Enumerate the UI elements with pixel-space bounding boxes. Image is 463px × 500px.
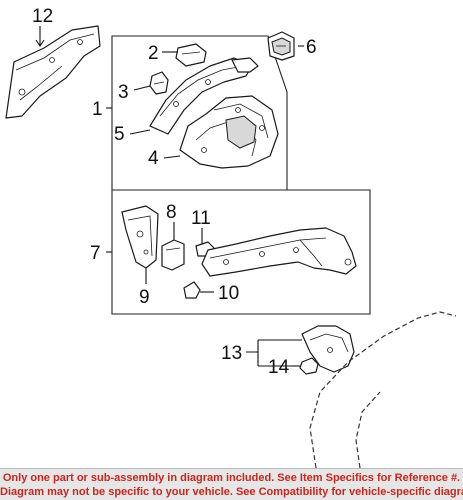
fender-inner-line: [355, 391, 381, 468]
disclaimer-banner: Only one part or sub-assembly in diagram…: [0, 468, 463, 500]
callout-3: 3: [118, 82, 129, 103]
callout-10: 10: [218, 283, 239, 304]
leader-4: [163, 155, 181, 159]
part-4-wheelhouse[interactable]: [179, 95, 279, 169]
lower-rail[interactable]: [201, 227, 357, 277]
callout-13: 13: [221, 343, 242, 364]
leader-5: [129, 129, 151, 135]
part-12-upper-rail[interactable]: [5, 25, 101, 119]
callout-6: 6: [306, 37, 317, 58]
part-14-nut[interactable]: [299, 357, 319, 375]
fender-outline: [309, 311, 457, 468]
part-13-bracket[interactable]: [301, 325, 355, 373]
assembly-1-box: [111, 35, 288, 191]
callout-12: 12: [32, 6, 53, 27]
leader-13: [246, 339, 302, 367]
part-10-bracket[interactable]: [183, 281, 201, 299]
leader-3: [133, 85, 151, 91]
part-9-bracket[interactable]: [121, 205, 159, 269]
part-6-bracket[interactable]: [267, 31, 295, 61]
callout-8: 8: [166, 202, 177, 223]
callout-11: 11: [191, 208, 211, 229]
disclaimer-line-1: Only one part or sub-assembly in diagram…: [2, 472, 461, 484]
parts-diagram: 12 6 2 3 1 5 4 7 8 11 9 10 13 14: [5, 6, 457, 468]
part-5-apron-rail[interactable]: [149, 57, 259, 135]
part-2-bracket[interactable]: [175, 43, 207, 67]
part-8-reinforcement[interactable]: [161, 239, 185, 271]
callout-4: 4: [148, 148, 159, 169]
callout-2: 2: [148, 43, 159, 64]
leader-12: [35, 26, 45, 47]
callout-9: 9: [139, 287, 150, 308]
callout-5: 5: [114, 124, 125, 145]
callout-1: 1: [92, 99, 103, 120]
assembly-7-box: [111, 189, 371, 315]
part-3-bracket[interactable]: [149, 71, 169, 95]
disclaimer-line-2: Diagram may not be specific to your vehi…: [0, 486, 463, 498]
callout-14: 14: [268, 357, 290, 378]
callout-7: 7: [90, 243, 101, 264]
